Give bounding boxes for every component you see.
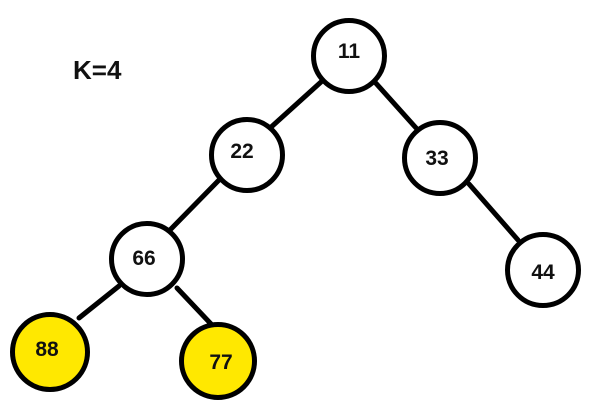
tree-node-label: 11 [337, 39, 361, 63]
tree-node-label: 66 [132, 246, 156, 270]
tree-node-22[interactable]: 22 [209, 117, 285, 193]
tree-node-44[interactable]: 44 [505, 232, 581, 308]
tree-edge-n22-n66 [167, 177, 222, 233]
tree-node-88-highlighted[interactable]: 88 [10, 312, 90, 392]
tree-node-33[interactable]: 33 [402, 120, 478, 196]
tree-node-77-highlighted[interactable]: 77 [179, 322, 257, 400]
tree-edge-n33-n44 [466, 181, 521, 243]
tree-edge-n11-n33 [370, 77, 420, 132]
tree-node-label: 33 [425, 146, 449, 170]
tree-node-66[interactable]: 66 [109, 221, 185, 297]
tree-edge-n11-n22 [266, 79, 324, 132]
k-value-label: K=4 [73, 55, 122, 85]
tree-node-label: 44 [531, 260, 555, 284]
tree-node-11[interactable]: 11 [311, 18, 387, 94]
tree-node-label: 88 [35, 337, 59, 361]
tree-node-label: 77 [209, 350, 233, 374]
tree-edge-n66-n77 [174, 285, 215, 328]
tree-node-label: 22 [230, 139, 254, 163]
tree-edge-n66-n88 [76, 283, 122, 321]
